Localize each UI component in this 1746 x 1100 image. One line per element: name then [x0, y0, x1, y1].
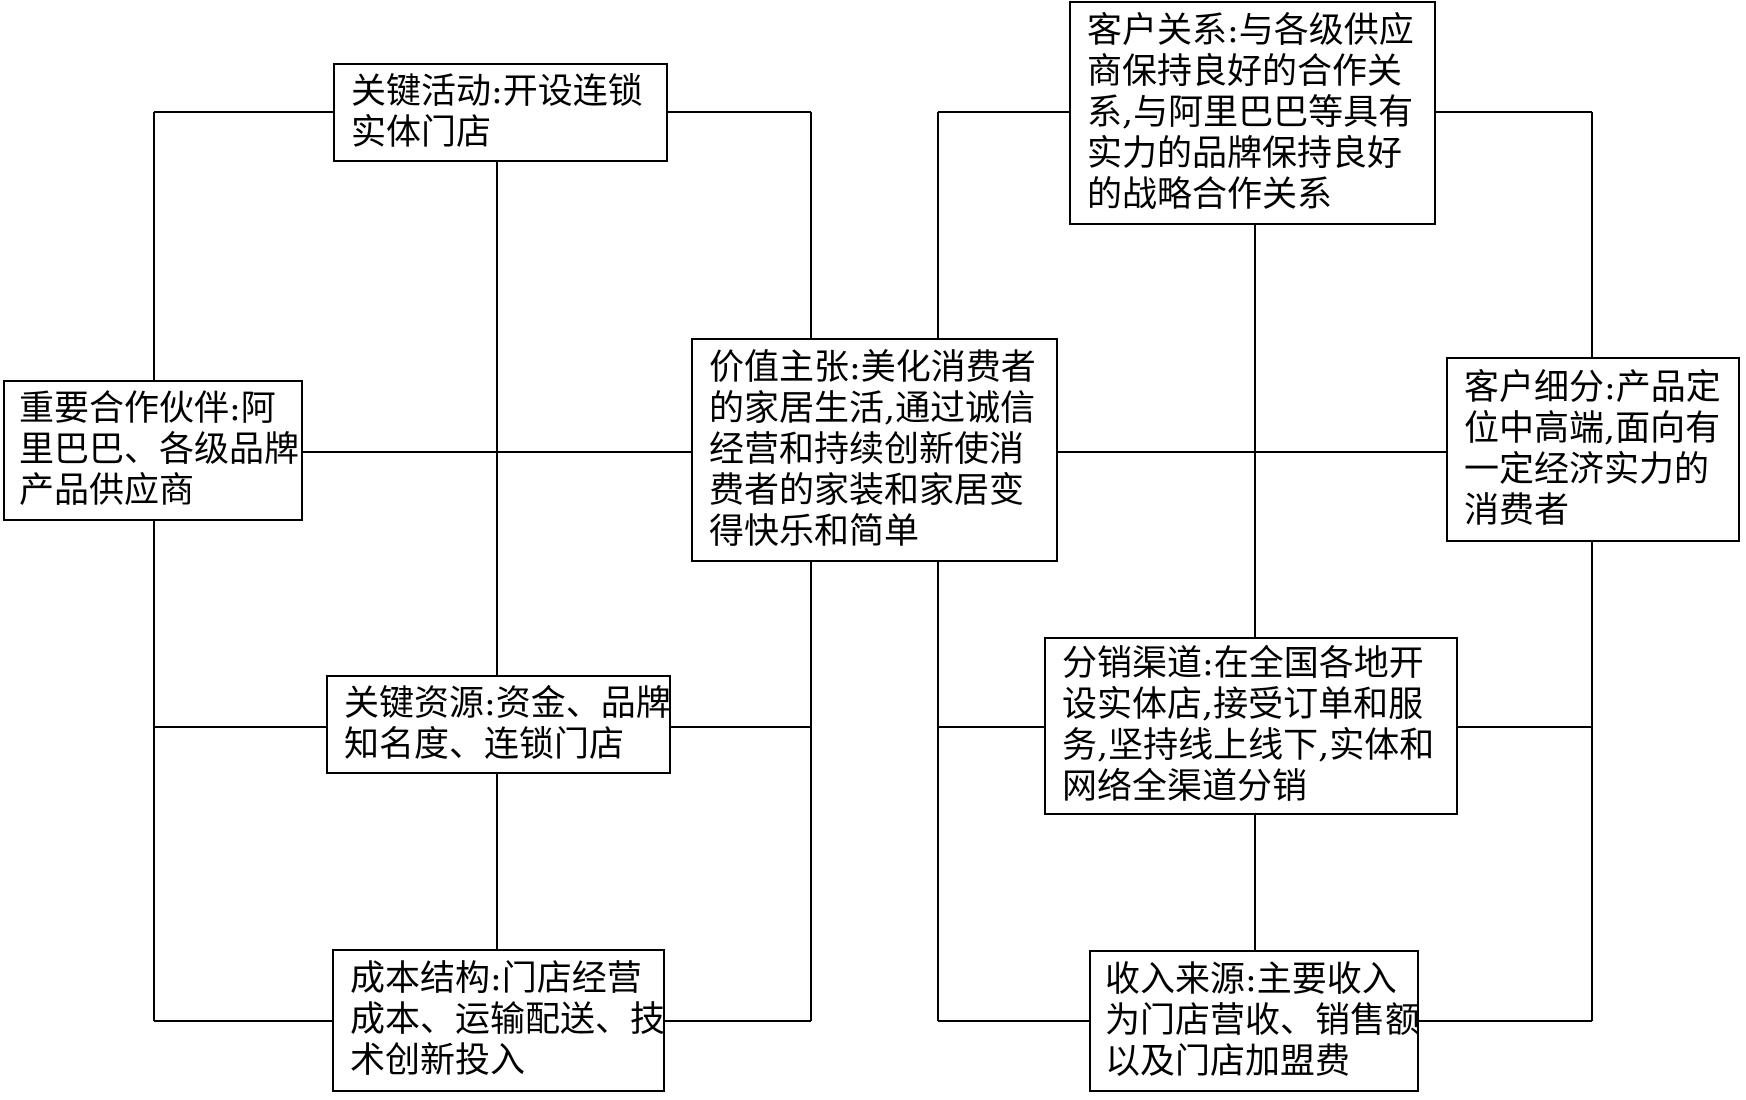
key-activities-box: 关键活动:开设连锁 实体门店 — [333, 63, 668, 162]
channels-line: 设实体店,接受订单和服 — [1062, 685, 1424, 725]
key-partners-box: 重要合作伙伴:阿 里巴巴、各级品牌 产品供应商 — [3, 380, 303, 521]
channels-line: 分销渠道:在全国各地开 — [1062, 644, 1424, 684]
revenue-streams-line: 为门店营收、销售额 — [1105, 1000, 1421, 1041]
cost-structure-line: 成本结构:门店经营 — [350, 959, 642, 999]
customer-relationships-box: 客户关系:与各级供应 商保持良好的合作关 系,与阿里巴巴等具有 实力的品牌保持良… — [1069, 1, 1436, 225]
revenue-streams-line: 收入来源:主要收入 — [1105, 959, 1397, 1000]
key-resources-line: 知名度、连锁门店 — [344, 724, 625, 765]
value-proposition-box: 价值主张:美化消费者 的家居生活,通过诚信 经营和持续创新使消 费者的家装和家居… — [691, 338, 1058, 562]
customer-relationships-line: 实力的品牌保持良好 — [1087, 133, 1403, 174]
revenue-streams-box: 收入来源:主要收入 为门店营收、销售额 以及门店加盟费 — [1089, 950, 1421, 1092]
revenue-streams-line: 以及门店加盟费 — [1105, 1041, 1351, 1082]
key-activities-line: 关键活动:开设连锁 — [351, 71, 643, 112]
key-activities-line: 实体门店 — [351, 112, 492, 153]
cost-structure-line: 成本、运输配送、技 — [350, 1000, 666, 1040]
cost-structure-line: 术创新投入 — [350, 1041, 526, 1081]
channels-line: 网络全渠道分销 — [1062, 767, 1308, 807]
customer-segments-line: 一定经济实力的 — [1464, 449, 1710, 490]
value-proposition-line: 得快乐和简单 — [709, 511, 920, 552]
customer-relationships-line: 商保持良好的合作关 — [1087, 51, 1403, 92]
channels-box: 分销渠道:在全国各地开 设实体店,接受订单和服 务,坚持线上线下,实体和 网络全… — [1044, 637, 1458, 815]
customer-segments-line: 位中高端,面向有 — [1464, 408, 1721, 449]
value-proposition-line: 经营和持续创新使消 — [709, 429, 1025, 470]
key-partners-line: 产品供应商 — [19, 471, 195, 511]
key-resources-box: 关键资源:资金、品牌 知名度、连锁门店 — [326, 675, 671, 774]
key-partners-line: 重要合作伙伴:阿 — [19, 389, 276, 429]
key-resources-line: 关键资源:资金、品牌 — [344, 683, 671, 724]
customer-relationships-line: 客户关系:与各级供应 — [1087, 10, 1414, 51]
customer-segments-line: 客户细分:产品定 — [1464, 367, 1721, 408]
channels-line: 务,坚持线上线下,实体和 — [1062, 726, 1435, 766]
cost-structure-box: 成本结构:门店经营 成本、运输配送、技 术创新投入 — [332, 949, 665, 1092]
customer-segments-box: 客户细分:产品定 位中高端,面向有 一定经济实力的 消费者 — [1446, 357, 1740, 542]
value-proposition-line: 费者的家装和家居变 — [709, 470, 1025, 511]
customer-relationships-line: 系,与阿里巴巴等具有 — [1087, 92, 1414, 133]
customer-segments-line: 消费者 — [1464, 490, 1570, 531]
value-proposition-line: 价值主张:美化消费者 — [709, 347, 1036, 388]
customer-relationships-line: 的战略合作关系 — [1087, 174, 1333, 215]
key-partners-line: 里巴巴、各级品牌 — [19, 430, 300, 470]
value-proposition-line: 的家居生活,通过诚信 — [709, 388, 1036, 429]
